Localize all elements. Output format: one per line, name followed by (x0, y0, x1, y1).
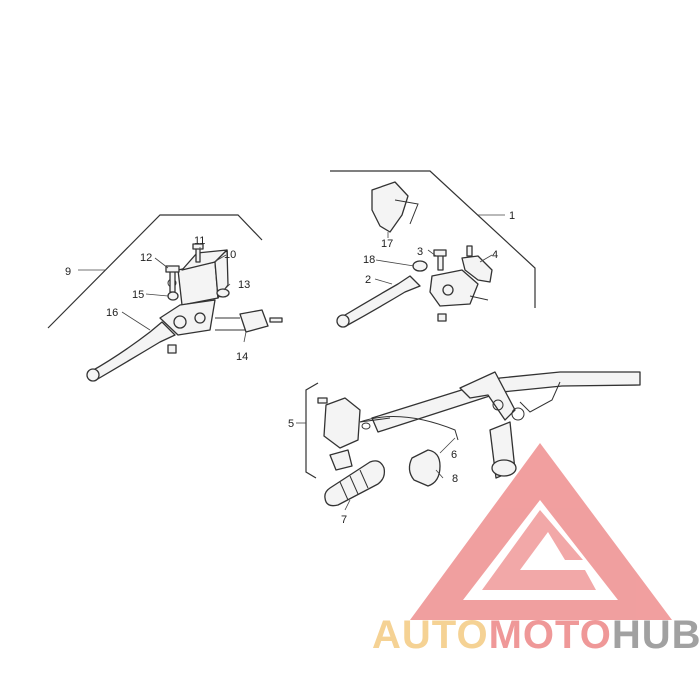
callout-10: 10 (224, 249, 236, 261)
callout-7: 7 (341, 514, 347, 526)
lever-guard-17 (371, 181, 419, 233)
brake-lever-16 (86, 321, 176, 382)
handlebar (371, 371, 641, 479)
callout-8: 8 (452, 473, 458, 485)
callout-6: 6 (451, 449, 457, 461)
callout-4: 4 (492, 249, 498, 261)
clamp-4 (461, 245, 493, 283)
switch-14 (215, 309, 283, 333)
leader-lines (121, 232, 493, 511)
clutch-perch-housing (429, 269, 489, 322)
bottom-assembly-bracket (296, 382, 319, 479)
callout-2: 2 (365, 274, 371, 286)
callout-18: 18 (363, 254, 375, 266)
screw-11 (192, 243, 204, 263)
callout-13: 13 (238, 279, 250, 291)
callout-5: 5 (288, 418, 294, 430)
clutch-lever-2 (336, 275, 421, 328)
callout-9: 9 (65, 266, 71, 278)
callout-1: 1 (509, 210, 515, 222)
svg-text:AUTOMOTOHUB: AUTOMOTOHUB (372, 613, 700, 657)
automotohub-wordmark: AUTOMOTOHUB (372, 613, 700, 657)
grip-end-8 (408, 449, 441, 487)
wordmark-moto: MOTO (489, 613, 612, 657)
right-top-assembly-frame (330, 170, 536, 308)
callout-11: 11 (194, 235, 205, 247)
callout-16: 16 (106, 307, 118, 319)
wordmark-auto: AUTO (372, 613, 489, 657)
automotohub-logo-mark (410, 443, 672, 620)
callout-12: 12 (140, 252, 152, 264)
callout-14: 14 (236, 351, 248, 363)
switch-housing-5 (317, 397, 391, 449)
front-brake-master-cylinder (159, 249, 229, 336)
washer-15 (167, 291, 179, 301)
washer-13 (216, 288, 230, 298)
logo-outer-triangle (410, 443, 672, 620)
bolt-18 (412, 260, 428, 272)
left-assembly-frame (47, 214, 263, 329)
logo-inner-hook (482, 510, 596, 590)
cable-6 (359, 416, 459, 441)
wordmark-hub: HUB (612, 613, 700, 657)
callout-17: 17 (381, 238, 393, 250)
callout-3: 3 (417, 246, 423, 258)
callout-15: 15 (132, 289, 144, 301)
throttle-grip-7 (324, 449, 386, 507)
bolt-12 (165, 265, 180, 293)
bolt-3 (433, 249, 447, 271)
callout-labels: 1 2 3 4 5 6 7 8 9 10 11 12 13 14 15 16 1… (65, 210, 515, 526)
nut-left (167, 344, 177, 354)
